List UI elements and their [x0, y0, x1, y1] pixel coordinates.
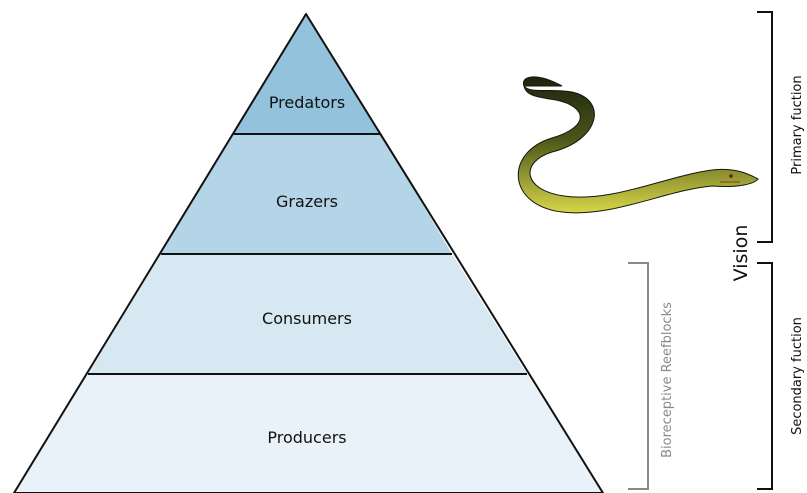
primary-bracket [757, 12, 772, 242]
primary-label: Primary fuction [790, 75, 805, 174]
secondary-bracket [757, 263, 772, 489]
vision-label: Vision [730, 225, 752, 282]
tier-grazers-label: Grazers [276, 192, 338, 211]
secondary-label: Secondary fuction [790, 317, 805, 435]
eel-icon [518, 77, 758, 213]
tier-consumers-label: Consumers [262, 309, 352, 328]
tier-producers-label: Producers [267, 428, 346, 447]
tier-predators-label: Predators [269, 93, 345, 112]
bioreceptive-label: Bioreceptive Reefblocks [660, 302, 675, 458]
tier-predators-shape [233, 14, 381, 134]
bioreceptive-bracket [628, 263, 648, 489]
